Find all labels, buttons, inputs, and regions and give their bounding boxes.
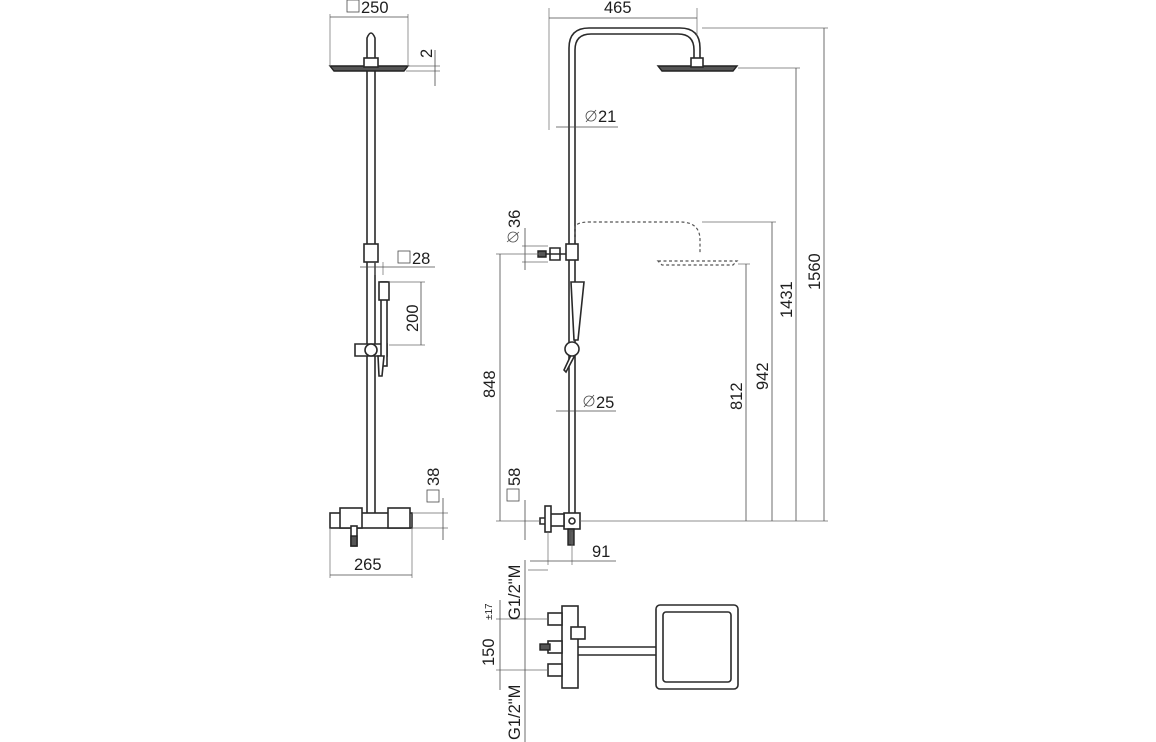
front-valve-cap-left	[339, 507, 363, 529]
side-coupling	[565, 243, 579, 261]
side-valve-lever-tip	[567, 528, 575, 546]
dim-valve-square: 58	[506, 468, 524, 486]
front-coupling	[363, 243, 379, 263]
top-view	[539, 604, 739, 690]
dim-centres-tolerance: ±17	[484, 603, 495, 620]
dim-valve-width: 265	[354, 556, 382, 574]
side-valve-lever	[544, 505, 552, 533]
diameter-symbol	[583, 395, 595, 407]
top-valve-knob	[539, 643, 551, 651]
front-riser-pipe	[366, 69, 376, 517]
side-ghost-head	[656, 260, 739, 266]
side-view-dimensions: 465 21 36 848 25 58 91	[481, 0, 828, 565]
side-shower-head	[656, 65, 739, 72]
front-valve-handle-tip	[350, 535, 358, 547]
dim-bar-size: 28	[412, 250, 430, 268]
front-valve-cap-right	[387, 507, 411, 529]
side-valve-port	[568, 517, 576, 525]
dim-inlet-top: G1/2"M	[506, 565, 524, 620]
side-head-connector	[690, 57, 704, 68]
side-holder-tip	[537, 250, 547, 258]
dim-arm-reach: 465	[604, 0, 632, 17]
square-symbol	[426, 489, 440, 503]
top-head-inner	[662, 611, 732, 683]
dim-inlet-bottom: G1/2"M	[506, 685, 524, 740]
dim-holder-size: 36	[506, 210, 524, 228]
top-valve-lower-cap	[547, 663, 563, 677]
front-view	[328, 32, 413, 547]
top-valve-body	[561, 605, 579, 689]
side-riser-outer	[568, 27, 701, 520]
dim-height-942: 942	[754, 362, 772, 390]
diameter-symbol	[507, 231, 519, 243]
front-shower-head	[328, 65, 410, 72]
dim-projection: 91	[592, 543, 610, 561]
dim-height-812: 812	[728, 382, 746, 410]
side-hand-shower	[570, 281, 585, 341]
dim-height-1431: 1431	[778, 281, 796, 318]
top-view-dimensions: G1/2"M 150 ±17 G1/2"M	[480, 560, 548, 742]
side-ghost-arm	[574, 221, 701, 254]
dim-hand-shower-length: 200	[404, 304, 422, 332]
dim-valve-depth: 38	[425, 468, 443, 486]
side-slider-knob	[564, 341, 580, 357]
square-symbol	[397, 250, 411, 264]
side-riser-inner	[574, 33, 695, 520]
front-slider-knob	[364, 343, 378, 357]
square-symbol	[506, 488, 520, 502]
front-view-dimensions: 250 2 28 200 38 265	[329, 0, 448, 578]
top-valve-upper-cap	[547, 612, 563, 626]
side-view	[537, 27, 739, 546]
top-valve-handle	[570, 626, 586, 640]
front-top-bend	[366, 32, 376, 60]
dim-centres: 150	[480, 638, 498, 666]
dim-head-size: 250	[361, 0, 389, 17]
square-symbol	[346, 0, 360, 13]
dim-pipe-upper: 21	[598, 108, 616, 126]
dim-total-height: 1560	[806, 253, 824, 290]
dim-pipe-lower: 25	[596, 394, 614, 412]
front-head-connector	[363, 57, 379, 68]
front-hand-shower-head	[378, 281, 390, 301]
dim-head-thickness: 2	[418, 49, 436, 58]
diameter-symbol	[585, 110, 597, 122]
dim-height-848: 848	[481, 370, 499, 398]
front-hand-shower-grip	[377, 355, 385, 377]
